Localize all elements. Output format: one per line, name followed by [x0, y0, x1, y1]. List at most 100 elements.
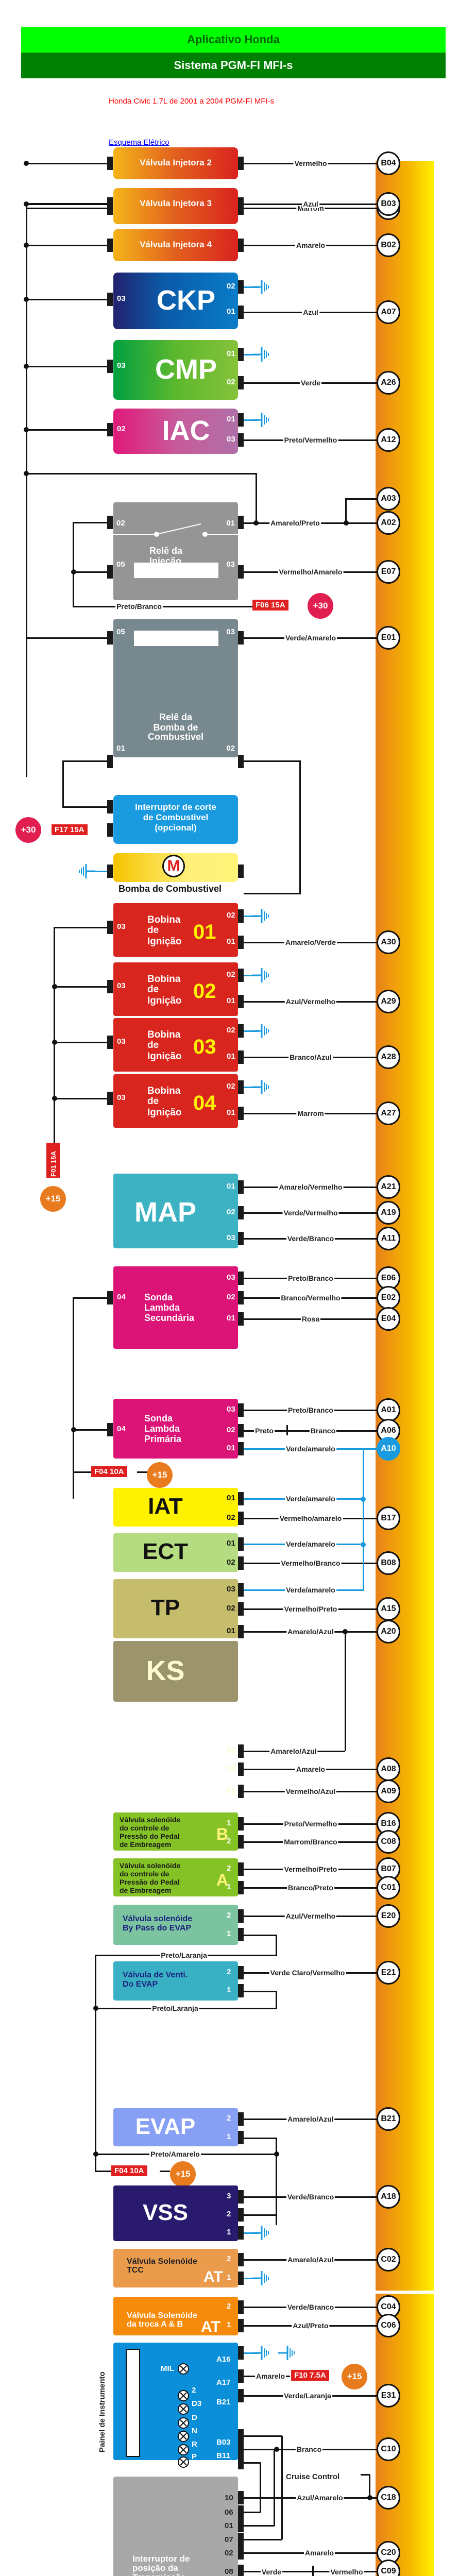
pin-number: 02	[227, 1746, 235, 1755]
pin-number: 03	[227, 1585, 235, 1594]
pin-number: 2	[227, 1911, 231, 1920]
wire	[345, 498, 378, 500]
connector-pin	[107, 823, 113, 837]
relay-switch-icon	[113, 523, 238, 538]
connector-pin	[238, 1403, 244, 1417]
relay-label: Combustivel	[147, 732, 204, 742]
connector-pin	[238, 1024, 244, 1038]
ecu-pin-b21[interactable]: B21	[377, 2107, 400, 2131]
wire	[345, 1632, 346, 1751]
vss-sensor-label: VSS	[142, 2199, 189, 2225]
connector-pin	[238, 2533, 244, 2546]
ecu-pin-a26[interactable]: A26	[377, 371, 400, 395]
ecu-pin-e20[interactable]: E20	[377, 1904, 400, 1928]
wire-color-label: Verde/amarelo	[285, 1586, 336, 1594]
wire	[160, 2171, 170, 2172]
ecu-pin-a02[interactable]: A02	[377, 511, 400, 535]
pin-number: 01	[227, 937, 235, 946]
wire-color-label: Vermelho	[329, 2568, 364, 2576]
ecu-pin-c08[interactable]: C08	[377, 1830, 400, 1854]
coil-label: de	[147, 1096, 159, 1107]
ecu-pin-c02[interactable]: C02	[377, 2248, 400, 2272]
ground-wire	[244, 2232, 259, 2234]
shift-label: da troca A & B	[127, 2320, 183, 2329]
injector-3: Válvula Injetora 3	[113, 188, 238, 220]
ecu-pin-b08[interactable]: B08	[377, 1551, 400, 1575]
ecu-pin-e07[interactable]: E07	[377, 560, 400, 584]
relay-label: Relê da	[159, 712, 193, 722]
ecu-pin-b04[interactable]: B04	[377, 151, 400, 175]
ecu-pin-b02[interactable]: B02	[377, 233, 400, 257]
connector-pin	[238, 2112, 244, 2126]
ecu-pin-a15[interactable]: A15	[377, 1597, 400, 1621]
connector-pin	[238, 1625, 244, 1638]
wire-color-label: Verde Claro/Vermelho	[269, 1969, 346, 1977]
junction	[71, 569, 76, 574]
ecu-pin-a18[interactable]: A18	[377, 2185, 400, 2209]
junction	[93, 2006, 98, 2011]
ecu-pin-a09[interactable]: A09	[377, 1780, 400, 1803]
ecu-pin-b17[interactable]: B17	[377, 1506, 400, 1530]
ecu-pin-a03[interactable]: A03	[377, 487, 400, 511]
ecu-pin-c09[interactable]: C09	[377, 2560, 400, 2576]
trans-label: Interruptor de	[132, 2554, 190, 2564]
ecu-pin-e31[interactable]: E31	[377, 2384, 400, 2408]
ground-wire	[244, 2352, 259, 2354]
ecu-pin-c06[interactable]: C06	[377, 2314, 400, 2337]
ecu-pin-e02[interactable]: E02	[377, 1286, 400, 1310]
ecu-pin-a30[interactable]: A30	[377, 930, 400, 954]
ecu-pin-a29[interactable]: A29	[377, 990, 400, 1013]
connector-pin	[238, 1312, 244, 1326]
iat-sensor: IAT	[113, 1488, 238, 1527]
lamp-label: N	[192, 2427, 197, 2435]
wire	[62, 760, 64, 807]
relay-pin-label: 03	[226, 560, 235, 569]
connector-pin	[238, 995, 244, 1008]
coil-label: Ignição	[147, 995, 182, 1006]
ecu-pin-e01[interactable]: E01	[377, 626, 400, 650]
at-tag: AT	[203, 2268, 223, 2285]
connector-pin	[238, 2346, 244, 2360]
wire-color-label: Branco/Azul	[288, 1053, 333, 1061]
ecu-bar-gap	[376, 2291, 434, 2294]
ecu-pin-e04[interactable]: E04	[377, 1307, 400, 1331]
pin-number: 1	[227, 2320, 231, 2329]
ecu-pin-a07[interactable]: A07	[377, 300, 400, 324]
coil-label: Bobina	[147, 1086, 181, 1096]
wire-color-label: Amarelo	[295, 241, 327, 249]
ecu-pin-a08[interactable]: A08	[377, 1757, 400, 1781]
wire	[244, 893, 301, 894]
connector-pin	[238, 1492, 244, 1505]
ecu-pin-c18[interactable]: C18	[377, 2486, 400, 2510]
ecu-pin-a11[interactable]: A11	[377, 1227, 400, 1250]
ecu-pin-a27[interactable]: A27	[377, 1101, 400, 1125]
ecu-pin-a21[interactable]: A21	[377, 1175, 400, 1199]
instrument-panel	[113, 2343, 238, 2460]
ecu-pin-a19[interactable]: A19	[377, 1201, 400, 1225]
wire-color-label: Azul/Amarelo	[296, 2494, 344, 2502]
ecu-pin-b07[interactable]: B07	[377, 1857, 400, 1881]
pin-number: 03	[117, 981, 126, 990]
ecu-pin-a28[interactable]: A28	[377, 1045, 400, 1069]
vehicle-subtitle: Honda Civic 1.7L de 2001 a 2004 PGM-FI M…	[109, 97, 275, 106]
wire	[361, 2474, 370, 2476]
ecu-pin-c04[interactable]: C04	[377, 2295, 400, 2319]
pin-number: 03	[117, 1037, 126, 1046]
ecu-pin-a01[interactable]: A01	[377, 1398, 400, 1422]
connector-pin	[238, 2208, 244, 2222]
wiring-diagram-link[interactable]: Esquema Elétrico	[109, 138, 169, 147]
ecu-pin-e21[interactable]: E21	[377, 1961, 400, 1985]
ecu-pin-a20[interactable]: A20	[377, 1620, 400, 1643]
ecu-pin-b03[interactable]: B03	[377, 192, 400, 216]
wire	[281, 2436, 283, 2539]
pin-number: 1	[227, 1819, 231, 1827]
pin-number: 01	[227, 1626, 235, 1635]
ecu-pin-c01[interactable]: C01	[377, 1876, 400, 1900]
wire-color-label: Vermelho/Amarelo	[278, 568, 344, 576]
ecu-pin-a12[interactable]: A12	[377, 428, 400, 452]
connector-pin	[238, 1291, 244, 1304]
wire-color-label: Amarelo/Verde	[284, 938, 337, 946]
ecu-pin-c10[interactable]: C10	[377, 2437, 400, 2461]
ecu-pin-a10[interactable]: A10	[377, 1437, 400, 1461]
